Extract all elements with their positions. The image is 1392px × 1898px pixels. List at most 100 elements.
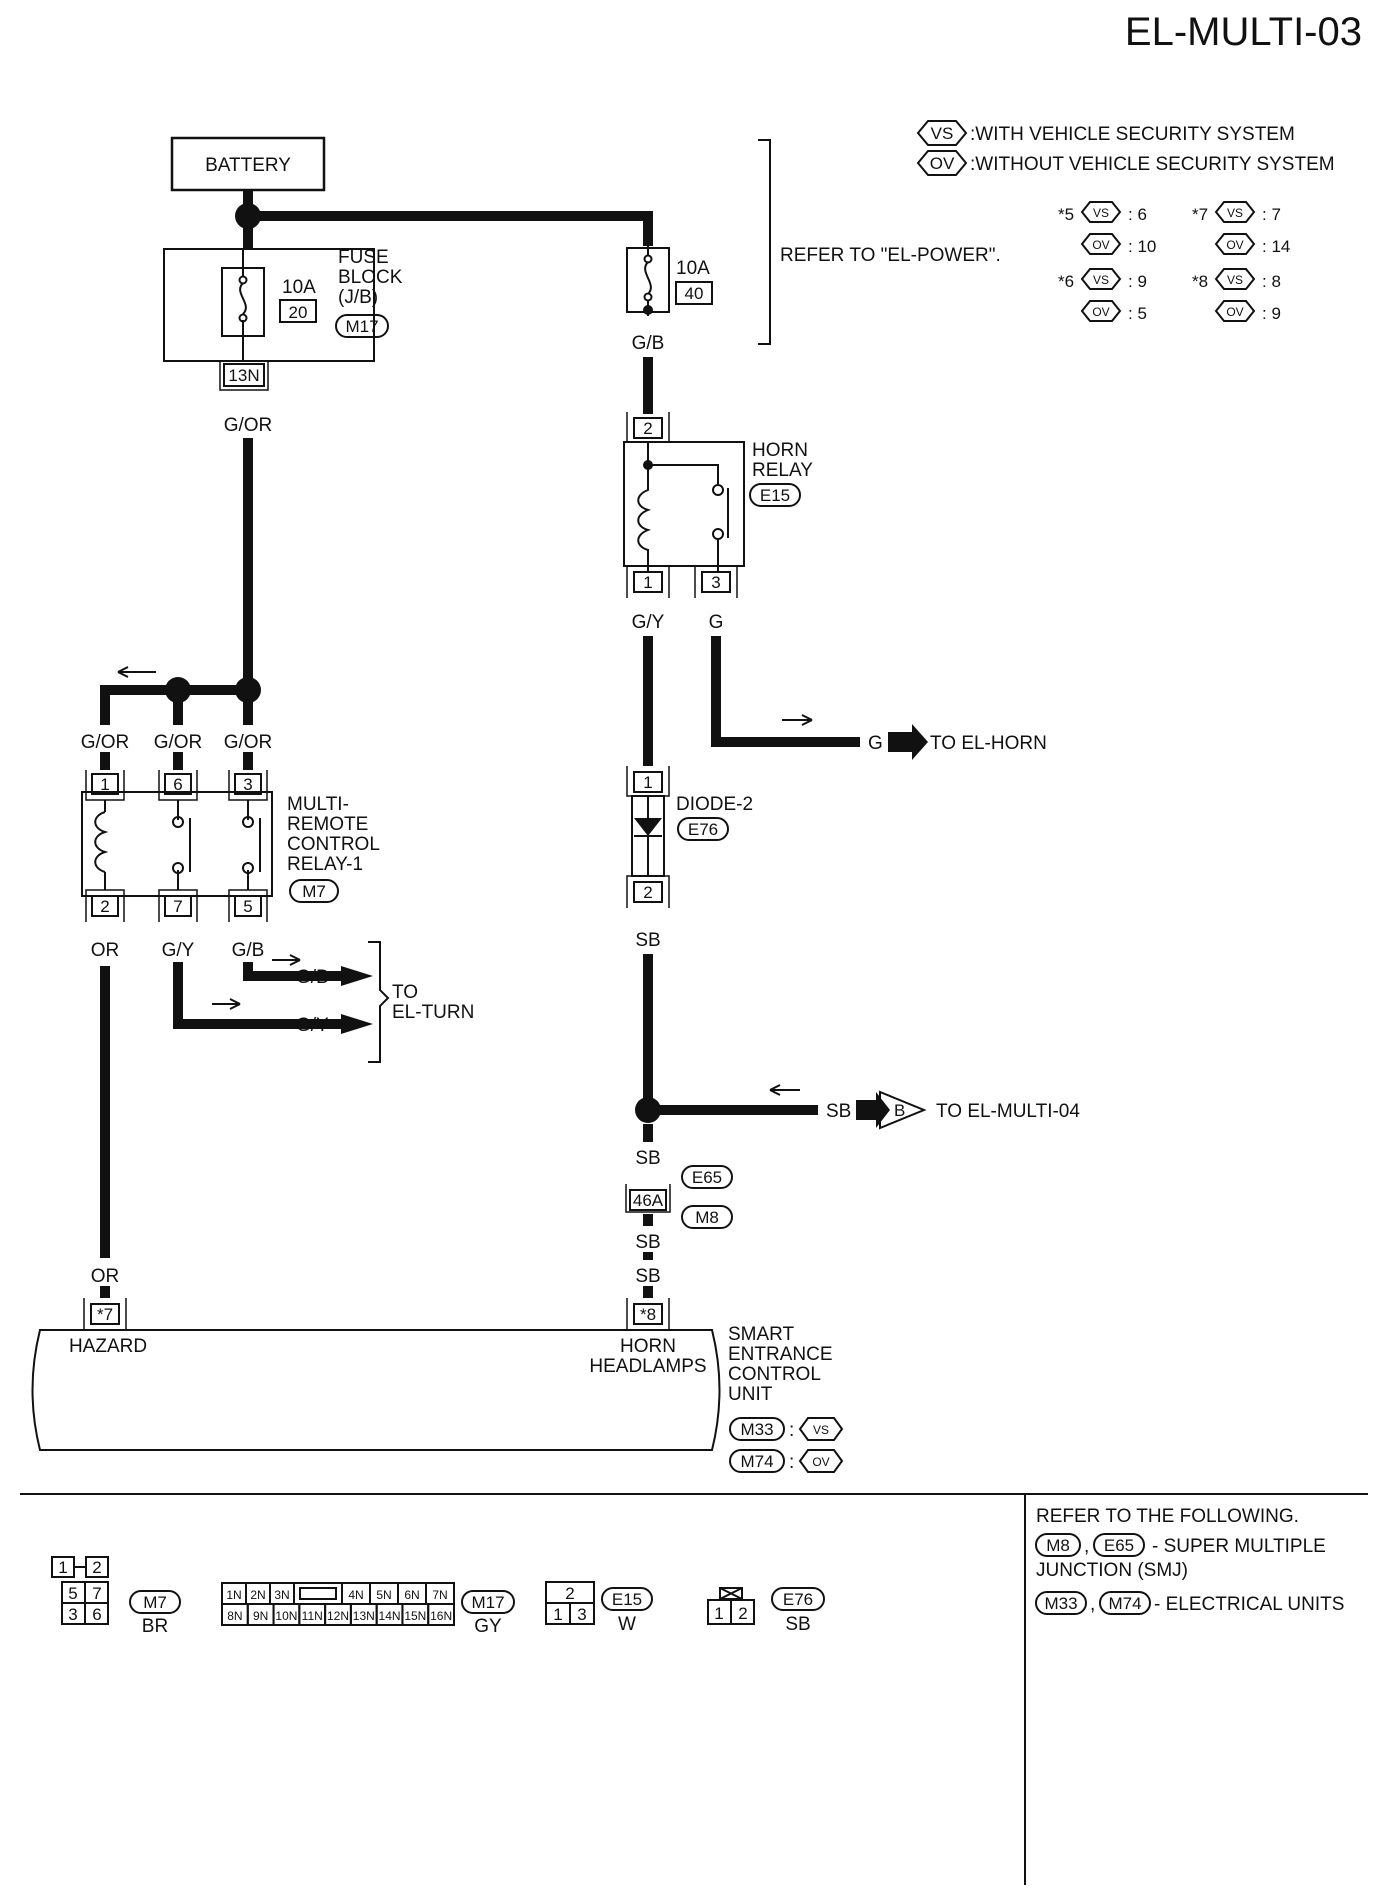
fuse-20-symbol [239, 249, 247, 361]
fuse-40-output-dot [643, 305, 653, 315]
secu-pin-horn: *8 [640, 1305, 656, 1324]
fuse-40-term-top [643, 254, 653, 264]
m17-bottom-label: 11N [302, 1609, 323, 1623]
m17-color: GY [474, 1616, 502, 1637]
battery-label: BATTERY [205, 155, 291, 176]
m17-bottom-label: 12N [327, 1609, 349, 1623]
wire-label-sb-2: SB [635, 1148, 660, 1169]
page-title: EL-MULTI-03 [1125, 10, 1362, 54]
m7-cell-1: 1 [58, 1558, 67, 1577]
relay1-switch-a-term-bottom [172, 862, 184, 874]
smj-terminal-box [629, 1189, 667, 1211]
e15-cell-3: 3 [577, 1605, 586, 1624]
to-horn-label: TO EL-HORN [930, 733, 1047, 754]
m17-top-label: 5N [376, 1588, 391, 1602]
horn-relay-line1: HORN [752, 440, 808, 461]
secu-line2: ENTRANCE [728, 1344, 833, 1365]
fuse-block-terminal-bracket [219, 360, 269, 391]
wire-gb-turn [243, 962, 343, 981]
wire-label-gy-7: G/Y [162, 940, 195, 961]
smj-terminal-bracket [625, 1184, 671, 1213]
connector-view-e15: 2 1 3 E15 W [545, 1581, 653, 1635]
terminal-table: *5 VS : 6 OV : 10 *6 VS : 9 OV : 5 *7 VS… [1058, 201, 1290, 323]
secu-conn-ov-badge [729, 1449, 785, 1473]
legend-vs-text: :WITH VEHICLE SECURITY SYSTEM [970, 124, 1295, 145]
connector-view-m7: 1 2 5 7 3 6 M7 BR [51, 1556, 181, 1637]
wire-label-gy-arrow: G/Y [296, 1015, 329, 1036]
smj-conn-bottom: M8 [695, 1208, 719, 1227]
secu-line3: CONTROL [728, 1364, 821, 1385]
e76-cell-2: 2 [738, 1604, 747, 1623]
refer-comma-2: , [1090, 1594, 1095, 1615]
horn-relay-pin3: 3 [711, 573, 720, 592]
multi-relay-line2: REMOTE [287, 814, 368, 835]
secu-pins: *7 *8 [83, 1298, 670, 1331]
wire-label-sb-4: SB [635, 1266, 660, 1287]
fuse-block-terminal-box [223, 363, 265, 387]
wire-gor-branches [100, 685, 253, 725]
refer-following: REFER TO THE FOLLOWING. M8 , E65 - SUPER… [1035, 1506, 1344, 1615]
m7-cell-5: 5 [68, 1584, 77, 1603]
secu-ov-badge-shape [798, 1449, 844, 1473]
turn-bracket [368, 941, 390, 1063]
m17-bottom-label: 10N [275, 1609, 297, 1623]
m17-top-label: 7N [432, 1588, 447, 1602]
secu-headlamps-label: HEADLAMPS [589, 1356, 706, 1377]
fuse-20-num: 20 [289, 303, 308, 322]
multi-relay-pins-top: 1 6 3 [85, 770, 268, 801]
relay1-switch-a-term-top [172, 816, 184, 828]
refer-smj-text2: JUNCTION (SMJ) [1036, 1560, 1188, 1581]
smj-conn-bottom-badge [681, 1205, 733, 1229]
flow-arrow-sb [769, 1084, 800, 1096]
m17-bottom-cell [427, 1603, 456, 1626]
t6-vs-value: : 9 [1128, 272, 1147, 291]
wire-g-horn [711, 636, 860, 747]
horn-relay-conn-label: E15 [760, 486, 790, 505]
t7-ov-badge: OV [1226, 238, 1243, 252]
t8-ov-value: : 9 [1262, 304, 1281, 323]
e15-cell-1: 1 [553, 1605, 562, 1624]
fuse-20-term-top [238, 275, 248, 285]
horn-relay-conn-badge [749, 483, 801, 507]
fuse-block-box [163, 248, 375, 362]
fuse-40-term-bottom [643, 292, 653, 302]
relay1-pin3: 3 [243, 775, 252, 794]
t7-vs-value: : 7 [1262, 205, 1281, 224]
m17-top-label: 3N [274, 1588, 289, 1602]
refer-c2: E65 [1104, 1536, 1134, 1555]
relay1-switch-b [247, 800, 261, 890]
t5-label: *5 [1058, 205, 1074, 224]
legend-ov-text: :WITHOUT VEHICLE SECURITY SYSTEM [970, 154, 1335, 175]
relay1-pin2: 2 [100, 897, 109, 916]
t7-label: *7 [1192, 205, 1208, 224]
secu-conn-vs-badge [729, 1417, 785, 1441]
diode-conn-badge [677, 817, 729, 841]
fuse-block-conn-badge [335, 314, 389, 338]
diode-conn-label: E76 [688, 820, 718, 839]
secu-vs-badge-shape [798, 1417, 844, 1441]
fuse-block-line2: BLOCK [338, 267, 403, 288]
wire-label-g-horn: G [709, 612, 724, 633]
fuse-40-num-box [675, 281, 713, 305]
m17-id: M17 [471, 1593, 504, 1612]
connector-view-e76: 1 2 E76 SB [707, 1587, 825, 1635]
m17-bottom-label: 8N [227, 1609, 242, 1623]
arrow-to-multi04 [856, 1092, 890, 1128]
t5-ov-badge: OV [1092, 238, 1109, 252]
fuse-block-conn-label: M17 [345, 317, 378, 336]
diode-triangle [634, 818, 662, 836]
relay1-wire-stubs-top [100, 752, 253, 770]
fuse-block-line1: FUSE [338, 247, 389, 268]
horn-relay-term-bottom [712, 528, 724, 540]
fuse-20-amp: 10A [282, 277, 316, 298]
power-bracket [758, 139, 771, 345]
secu-vs-badge: VS [813, 1423, 829, 1437]
smj-conn-top: E65 [692, 1168, 722, 1187]
m17-top-label: 4N [348, 1588, 363, 1602]
flow-arrow-left [117, 666, 156, 678]
legend: VS :WITH VEHICLE SECURITY SYSTEM OV :WIT… [916, 120, 1335, 176]
wire-label-gy-horn: G/Y [632, 612, 665, 633]
t8-vs-badge: VS [1227, 273, 1243, 287]
t8-label: *8 [1192, 272, 1208, 291]
